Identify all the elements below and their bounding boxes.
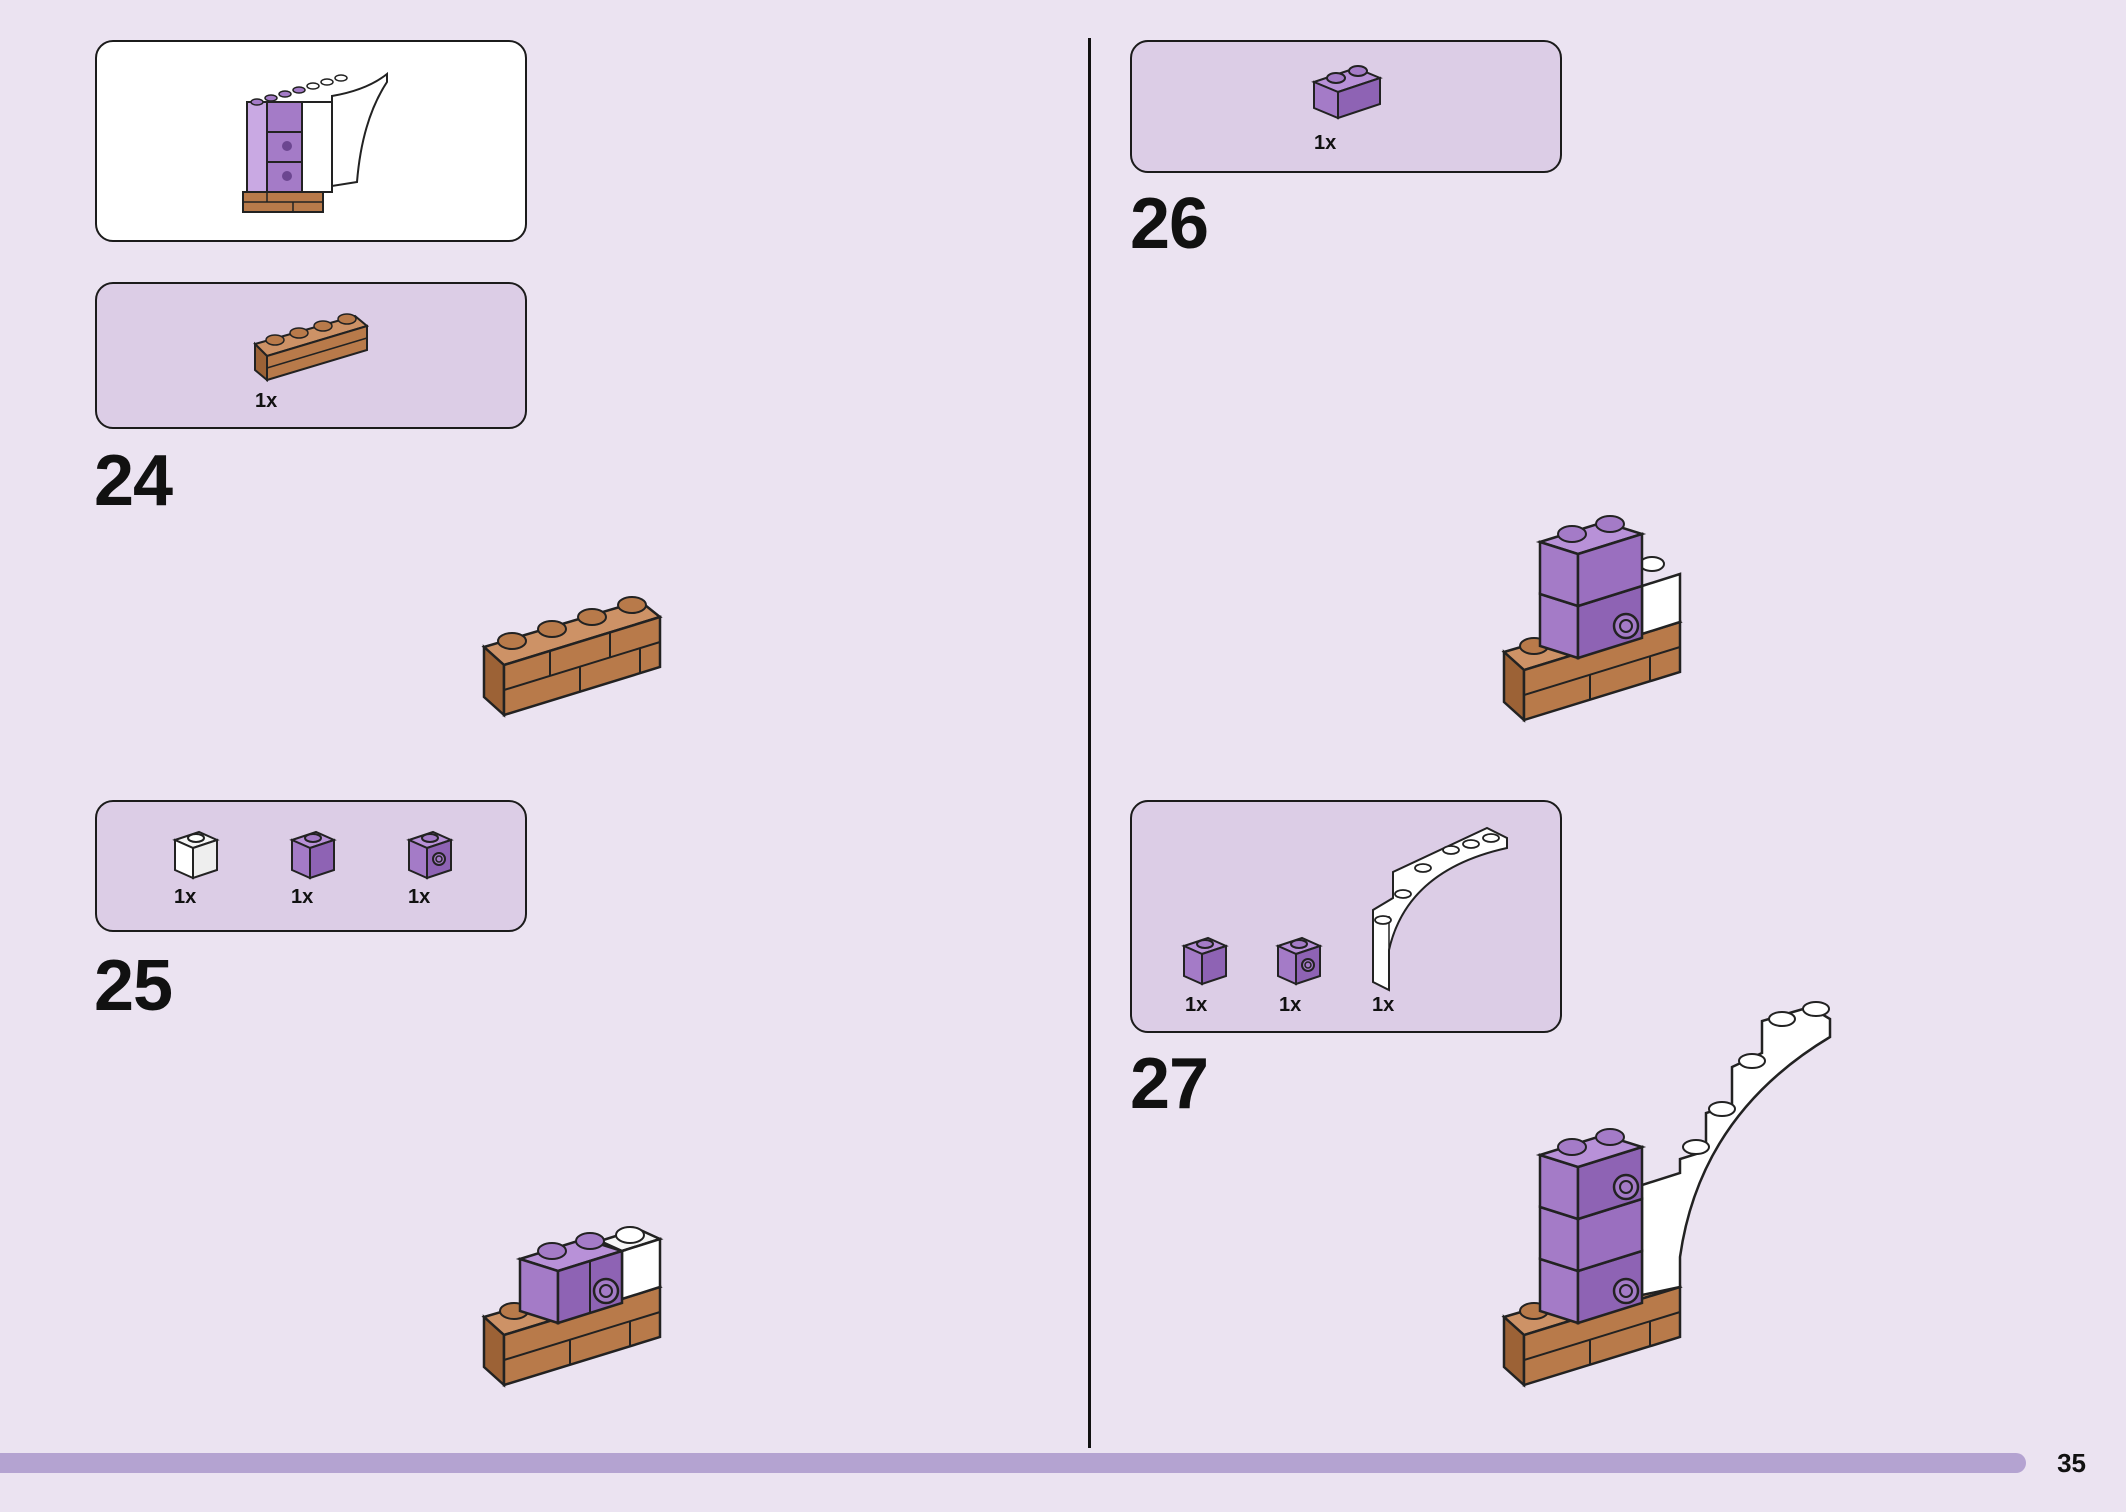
- part-quantity: 1x: [408, 886, 431, 908]
- subassembly-preview-box: [95, 40, 527, 242]
- parts-list-step-24: 1x: [95, 282, 527, 429]
- part-quantity: 1x: [174, 886, 197, 908]
- part-quantity: 1x: [291, 886, 314, 908]
- footer-bar: [0, 1453, 2026, 1473]
- step-25-assembly-illustration: [481, 1226, 664, 1388]
- part-quantity: 1x: [1372, 994, 1395, 1016]
- purple-brick-1x2-icon: [1311, 65, 1383, 120]
- parts-list-step-26: 1x: [1130, 40, 1562, 173]
- step-number-26: 26: [1130, 184, 1209, 264]
- wall-subassembly-icon: [242, 71, 388, 213]
- part-quantity: 1x: [1279, 994, 1302, 1016]
- step-24-assembly-illustration: [481, 596, 663, 718]
- parts-list-step-25: 1x 1x 1x: [95, 800, 527, 932]
- part-quantity: 1x: [255, 390, 278, 412]
- purple-brick-1x1-icon: [1181, 936, 1229, 986]
- step-number-27: 27: [1130, 1044, 1209, 1124]
- brown-masonry-brick-1x4-icon: [253, 313, 370, 383]
- step-27-assembly-illustration: [1501, 1001, 1832, 1388]
- white-brick-1x1-icon: [172, 830, 220, 880]
- parts-list-step-27: 1x 1x 1x: [1130, 800, 1562, 1033]
- part-quantity: 1x: [1314, 132, 1337, 154]
- part-quantity: 1x: [1185, 994, 1208, 1016]
- white-arch-icon: [1372, 826, 1508, 992]
- purple-brick-1x1-stud-side-icon: [406, 830, 454, 880]
- step-number-25: 25: [94, 946, 173, 1026]
- step-number-24: 24: [94, 441, 173, 521]
- purple-brick-1x1-stud-side-icon: [1275, 936, 1323, 986]
- purple-brick-1x1-icon: [289, 830, 337, 880]
- step-26-assembly-illustration: [1501, 515, 1683, 723]
- page-number: 35: [2057, 1448, 2086, 1478]
- page-divider: [1088, 38, 1091, 1448]
